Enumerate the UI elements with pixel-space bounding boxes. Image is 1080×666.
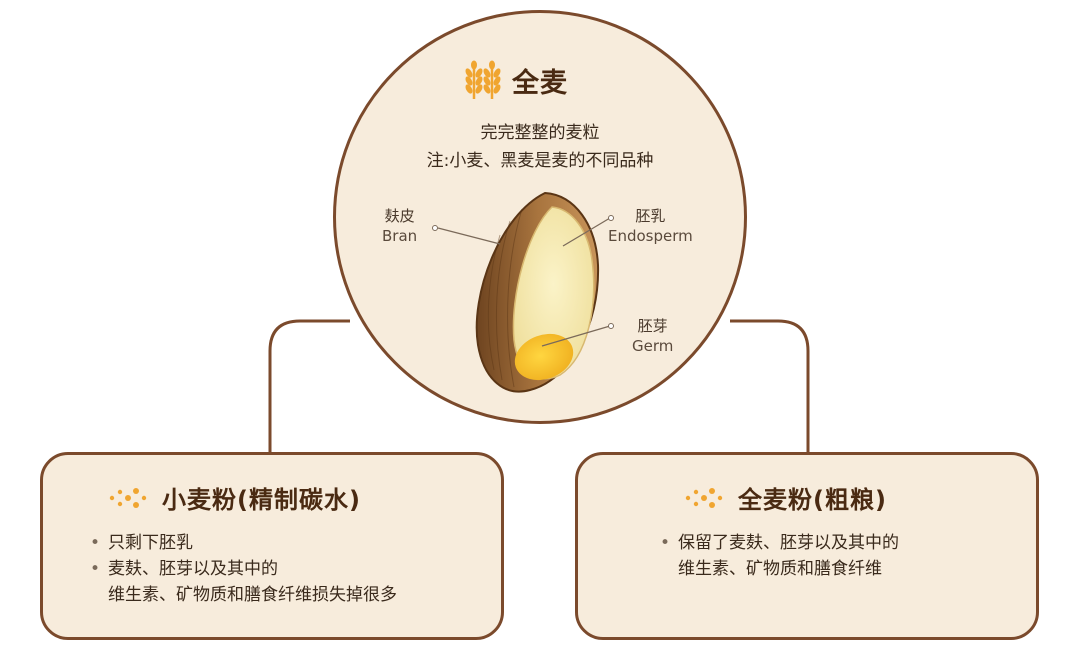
whole-wheat-heading: 全麦 [462, 60, 568, 100]
wheat-flour-title: 小麦粉(精制碳水) [162, 486, 361, 514]
germ-layer [514, 333, 574, 381]
bran-marker [432, 225, 438, 231]
wheat-flour-heading: 小麦粉(精制碳水) [106, 480, 361, 515]
whole-wheat-title: 全麦 [512, 67, 568, 99]
endosperm-label-en: Endosperm [608, 227, 693, 245]
whole-wheat-flour-bullet-1: 保留了麦麸、胚芽以及其中的 [656, 530, 899, 556]
wheat-flour-bullets: 只剩下胚乳 麦麸、胚芽以及其中的 维生素、矿物质和膳食纤维损失掉很多 [86, 530, 397, 608]
wheat-flour-bullet-1: 只剩下胚乳 [86, 530, 397, 556]
endosperm-label: 胚乳 Endosperm [608, 206, 693, 246]
whole-wheat-flour-heading: 全麦粉(粗粮) [682, 480, 887, 515]
flour-grains-icon [685, 487, 723, 508]
connector-left [268, 319, 350, 452]
connector-right [730, 319, 810, 452]
bran-label: 麸皮 Bran [382, 206, 417, 246]
germ-label-en: Germ [632, 337, 674, 355]
endosperm-marker [608, 215, 614, 221]
wheat-flour-bullet-2-cont: 维生素、矿物质和膳食纤维损失掉很多 [108, 585, 397, 605]
flour-grains-icon [109, 487, 147, 508]
germ-marker [608, 323, 614, 329]
whole-wheat-subtitle: 完完整整的麦粒 [480, 123, 600, 143]
bran-label-cn: 麸皮 [384, 207, 415, 225]
endosperm-layer [512, 206, 595, 380]
whole-wheat-flour-bullets: 保留了麦麸、胚芽以及其中的 维生素、矿物质和膳食纤维 [656, 530, 899, 582]
wheat-flour-bullet-2: 麦麸、胚芽以及其中的 [86, 556, 397, 582]
germ-label: 胚芽 Germ [632, 316, 673, 356]
whole-wheat-flour-title: 全麦粉(粗粮) [738, 486, 887, 514]
whole-wheat-note: 注:小麦、黑麦是麦的不同品种 [426, 151, 654, 171]
bran-label-en: Bran [382, 227, 418, 245]
wheat-icon [465, 60, 501, 99]
endosperm-label-cn: 胚乳 [635, 207, 666, 225]
whole-wheat-flour-bullet-1-cont: 维生素、矿物质和膳食纤维 [678, 559, 882, 579]
germ-label-cn: 胚芽 [637, 317, 668, 335]
